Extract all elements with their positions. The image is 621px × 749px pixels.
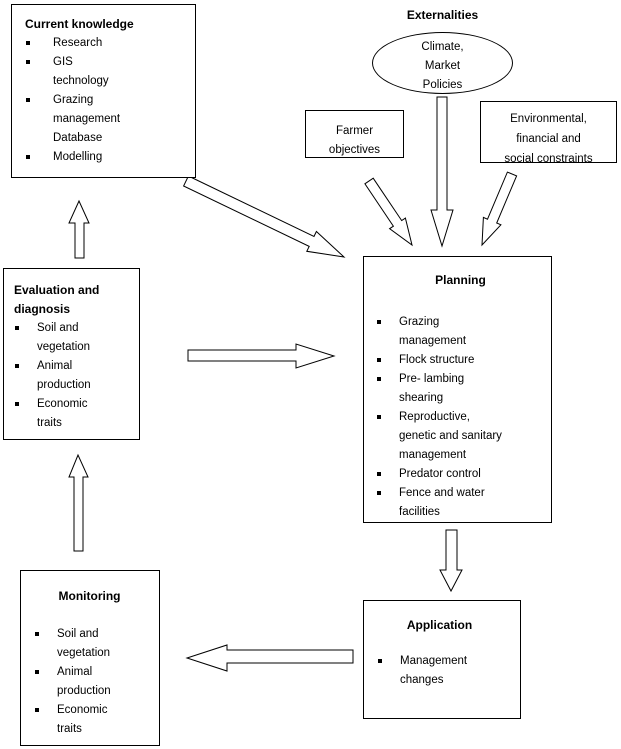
- box-constraints: Environmental, financial and social cons…: [480, 101, 617, 165]
- box-current-knowledge: Current knowledge Research GIS technolog…: [11, 4, 196, 178]
- bullet-item: Flock structure: [376, 351, 545, 370]
- monitoring-title: Monitoring: [58, 589, 121, 603]
- bullet-item: Soil and vegetation: [34, 625, 155, 663]
- planning-list: Grazing management Flock structure Pre- …: [376, 313, 545, 522]
- application-list: Management changes: [377, 652, 514, 690]
- arrow-monitoring-to-evaluation-icon: [68, 453, 89, 552]
- box-evaluation: Evaluation and diagnosis Soil and vegeta…: [3, 268, 140, 440]
- bullet-item: GIS technology: [25, 53, 189, 91]
- arrow-evaluation-to-current-knowledge-icon: [68, 199, 90, 259]
- farmer-objectives-text: Farmer objectives: [328, 125, 381, 156]
- box-planning: Planning Grazing management Flock struct…: [363, 256, 552, 523]
- bullet-item: Reproductive, genetic and sanitary manag…: [376, 408, 545, 465]
- bullet-item: Fence and water facilities: [376, 484, 545, 522]
- box-monitoring: Monitoring Soil and vegetation Animal pr…: [20, 570, 160, 746]
- bullet-item: Grazing management Database: [25, 91, 189, 148]
- bullet-item: Economic traits: [14, 395, 135, 433]
- planning-title: Planning: [435, 273, 486, 287]
- bullet-item: Animal production: [34, 663, 155, 701]
- bullet-item: Soil and vegetation: [14, 319, 135, 357]
- current-knowledge-title: Current knowledge: [25, 17, 134, 31]
- arrow-planning-to-application-icon: [439, 529, 463, 593]
- bullet-item: Predator control: [376, 465, 545, 484]
- evaluation-list: Soil and vegetation Animal production Ec…: [14, 319, 135, 433]
- evaluation-title: Evaluation and diagnosis: [14, 283, 100, 316]
- bullet-item: Pre- lambing shearing: [376, 370, 545, 408]
- monitoring-list: Soil and vegetation Animal production Ec…: [34, 625, 155, 739]
- ellipse-text: Climate, Market Policies: [421, 41, 464, 91]
- bullet-item: Management changes: [377, 652, 514, 690]
- current-knowledge-list: Research GIS technology Grazing manageme…: [25, 34, 189, 167]
- arrow-constraints-to-planning-icon: [481, 171, 518, 247]
- bullet-item: Modelling: [25, 148, 189, 167]
- application-title: Application: [406, 618, 473, 632]
- bullet-item: Research: [25, 34, 189, 53]
- box-application: Application Management changes: [363, 600, 521, 719]
- externalities-ellipse: Climate, Market Policies: [372, 32, 513, 94]
- externalities-label: Externalities: [406, 8, 479, 22]
- box-farmer-objectives: Farmer objectives: [305, 110, 404, 158]
- constraints-text: Environmental, financial and social cons…: [504, 113, 593, 165]
- arrow-application-to-monitoring-icon: [185, 644, 354, 672]
- arrow-farmer-to-planning-icon: [364, 177, 413, 247]
- arrow-externalities-to-planning-icon: [430, 96, 454, 248]
- bullet-item: Animal production: [14, 357, 135, 395]
- arrow-current-knowledge-to-planning-icon: [182, 175, 346, 258]
- bullet-item: Economic traits: [34, 701, 155, 739]
- bullet-item: Grazing management: [376, 313, 545, 351]
- arrow-evaluation-to-planning-icon: [187, 343, 336, 369]
